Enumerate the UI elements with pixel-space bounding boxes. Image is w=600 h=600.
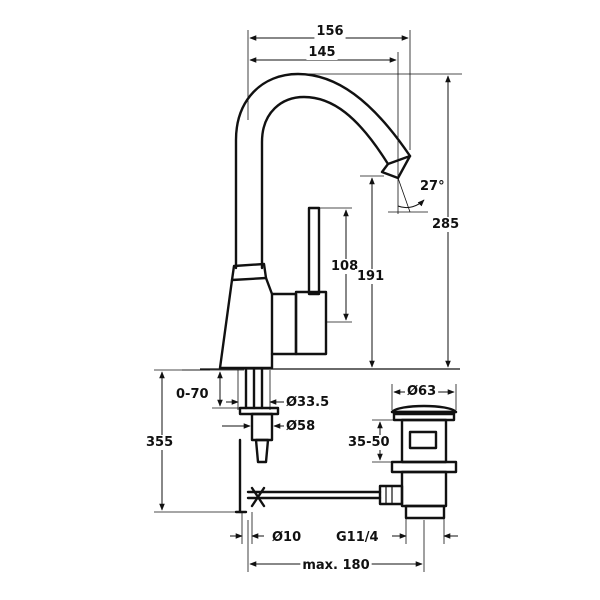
label-background [334, 530, 381, 545]
dimension-adjust-range: 0-70 [174, 369, 244, 409]
label-d33-5: Ø33.5 [286, 395, 329, 410]
label-background [405, 384, 439, 399]
dimension-rod-diameter: Ø10 [230, 512, 304, 545]
shank-assembly [234, 367, 382, 514]
dimension-spout-reach: 145 [249, 45, 399, 214]
label-background [329, 259, 361, 274]
dimension-waste-range: 35-50 [346, 419, 400, 463]
label-285: 285 [432, 217, 459, 232]
dimension-shank-diameter: Ø33.5 [226, 370, 332, 410]
label-max-180: max. 180 [302, 558, 369, 573]
label-27-degrees: 27° [420, 179, 445, 194]
label-background [174, 387, 211, 402]
label-background [430, 217, 462, 232]
label-background [418, 179, 447, 194]
label-355: 355 [146, 435, 173, 450]
dimension-waste-thread: G11/4 [334, 518, 458, 545]
dimension-spout-angle: 27° [388, 177, 447, 213]
label-background [346, 435, 392, 450]
waste-valve [378, 404, 458, 520]
label-background [270, 530, 304, 545]
label-background [314, 24, 346, 39]
label-background [306, 45, 338, 60]
label-background [144, 435, 176, 450]
dimension-overall-width: 156 [247, 24, 411, 150]
dimension-spout-height: 191 [355, 175, 387, 368]
label-156: 156 [316, 24, 343, 39]
label-background [284, 395, 332, 410]
label-191: 191 [357, 269, 384, 284]
faucet-body [218, 72, 412, 370]
label-108: 108 [331, 259, 358, 274]
label-g11-4: G11/4 [336, 530, 379, 545]
label-145: 145 [308, 45, 335, 60]
label-background [284, 419, 318, 434]
label-d58: Ø58 [286, 419, 315, 434]
label-background [300, 558, 372, 573]
label-35-50: 35-50 [348, 435, 390, 450]
label-background [355, 269, 387, 284]
dimension-below-deck: 355 [144, 369, 236, 513]
label-d10: Ø10 [272, 530, 301, 545]
dimension-base-diameter: Ø58 [222, 419, 318, 434]
dimension-total-height: 285 [300, 73, 462, 368]
dimension-waste-cap: Ø63 [391, 384, 457, 410]
label-d63: Ø63 [407, 384, 436, 399]
dimension-max-projection: max. 180 [247, 520, 425, 573]
dimension-lever-length: 108 [320, 207, 361, 323]
label-0-70: 0-70 [176, 387, 209, 402]
